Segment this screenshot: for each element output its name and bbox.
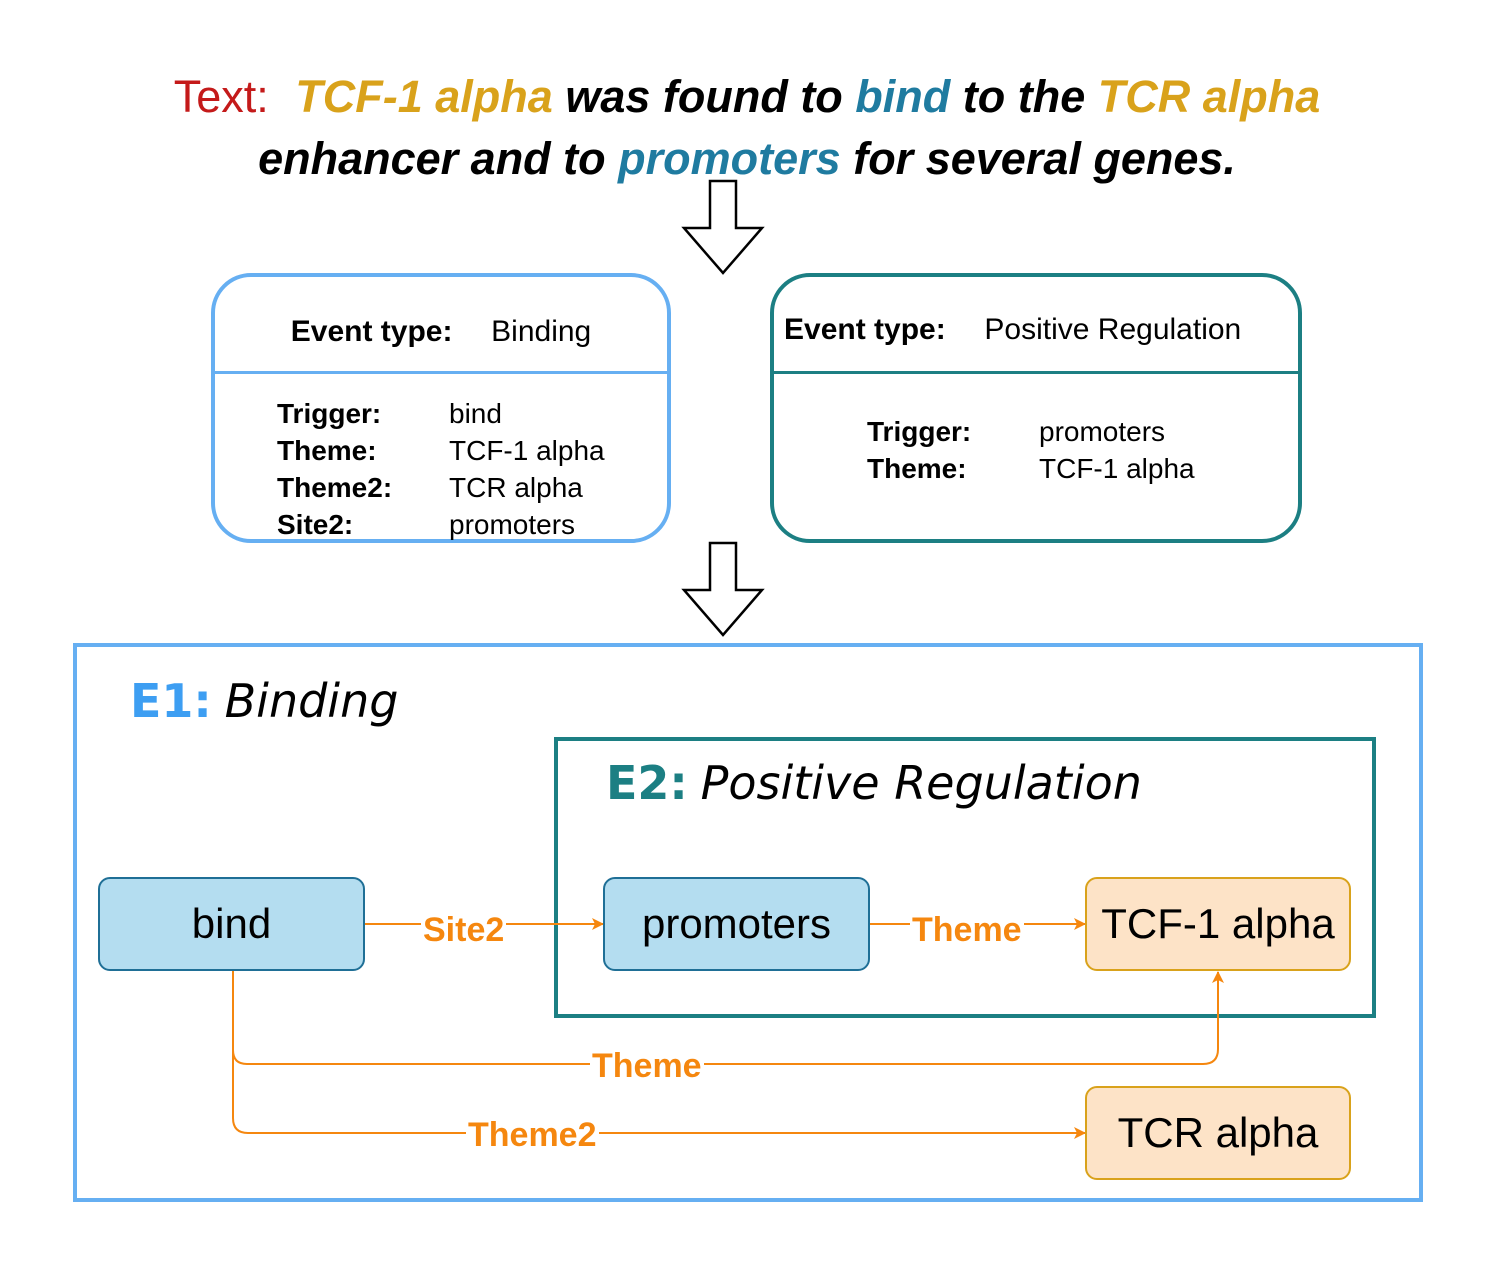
node-bind: bind — [98, 877, 365, 971]
arg-key: Site2: — [277, 509, 354, 540]
arg-row: Trigger: promoters — [867, 413, 1195, 450]
arg-row: Trigger: bind — [277, 395, 605, 432]
down-arrow-icon — [681, 179, 765, 275]
arg-row: Site2: promoters — [277, 506, 605, 543]
sentence-line-1: Text: TCF-1 alpha was found to bind to t… — [0, 66, 1494, 128]
arg-row: Theme: TCF-1 alpha — [277, 432, 605, 469]
sentence-entity: TCF-1 alpha — [295, 71, 553, 122]
e2-title: E2: Positive Regulation — [606, 756, 1142, 810]
edge-theme-e1 — [232, 970, 1224, 1065]
arg-key: Trigger: — [277, 398, 382, 429]
e1-frame — [73, 643, 1423, 1202]
sentence-line-2: enhancer and to promoters for several ge… — [0, 128, 1494, 190]
event-type-label: Event type: — [290, 315, 453, 348]
e1-tag: E1: — [130, 674, 212, 728]
edge-label-theme-e2: Theme — [910, 910, 1024, 950]
arg-key: Theme: — [867, 453, 967, 484]
e2-name: Positive Regulation — [700, 756, 1142, 810]
arg-value: promoters — [449, 509, 576, 540]
sentence-text: to the — [950, 71, 1098, 122]
arg-key: Theme: — [277, 435, 377, 466]
sentence-trigger: promoters — [618, 133, 841, 184]
node-tcf1-alpha: TCF-1 alpha — [1085, 877, 1351, 971]
sentence-text: was found to — [552, 71, 856, 122]
arg-row: Theme: TCF-1 alpha — [867, 450, 1195, 487]
sentence-trigger: bind — [855, 71, 951, 122]
arg-value: TCR alpha — [449, 472, 583, 503]
arg-value: promoters — [1039, 416, 1166, 447]
edge-label-site2: Site2 — [421, 910, 507, 950]
e2-frame — [554, 737, 1376, 1018]
arg-value: TCF-1 alpha — [1039, 453, 1195, 484]
posreg-event-card: Event type: Positive Regulation Trigger:… — [770, 273, 1302, 543]
e1-title: E1: Binding — [130, 674, 398, 728]
e2-tag: E2: — [606, 756, 688, 810]
down-arrow-icon — [681, 541, 765, 637]
event-type-label: Event type: — [784, 313, 946, 346]
card-divider — [215, 371, 667, 374]
sentence-text: enhancer and to — [258, 133, 619, 184]
event-type-header: Event type: Binding — [215, 315, 667, 349]
edge-label-theme-e1: Theme — [590, 1046, 704, 1086]
arg-row: Theme2: TCR alpha — [277, 469, 605, 506]
arg-key: Trigger: — [867, 416, 972, 447]
edge-theme2-e1 — [232, 1050, 1086, 1139]
event-type-value: Positive Regulation — [984, 313, 1242, 346]
arg-key: Theme2: — [277, 472, 393, 503]
edge-label-theme2-e1: Theme2 — [466, 1115, 599, 1155]
text-label: Text: — [173, 71, 269, 122]
e1-name: Binding — [224, 674, 399, 728]
event-type-value: Binding — [491, 315, 592, 348]
event-type-header: Event type: Positive Regulation — [784, 313, 1298, 347]
sentence-text: for several genes. — [840, 133, 1236, 184]
card-divider — [774, 371, 1298, 374]
sentence-entity: TCR alpha — [1097, 71, 1321, 122]
node-tcr-alpha: TCR alpha — [1085, 1086, 1351, 1180]
node-promoters: promoters — [603, 877, 870, 971]
arg-value: TCF-1 alpha — [449, 435, 605, 466]
arg-value: bind — [449, 398, 502, 429]
